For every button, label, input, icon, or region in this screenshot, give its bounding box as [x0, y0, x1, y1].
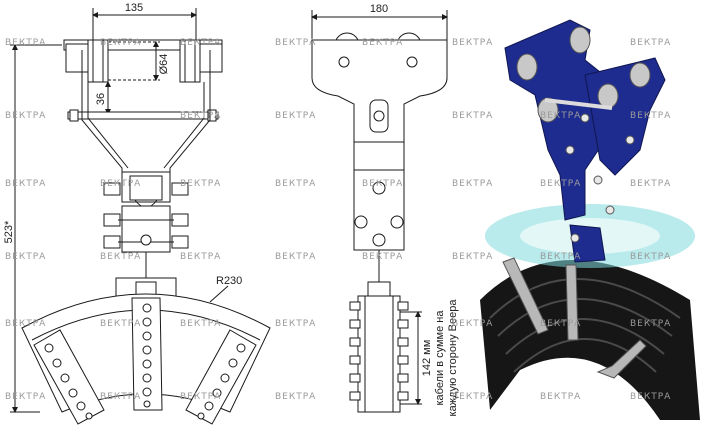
watermark-text: ВЕКТРА: [362, 38, 403, 48]
dimension-roller-diameter: Ø64: [158, 54, 170, 75]
watermark-text: ВЕКТРА: [452, 179, 493, 189]
watermark-text: ВЕКТРА: [452, 319, 493, 329]
watermark-text: ВЕКТРА: [275, 179, 316, 189]
watermark-text: ВЕКТРА: [100, 179, 141, 189]
watermark-text: ВЕКТРА: [275, 252, 316, 262]
watermark-text: ВЕКТРА: [5, 252, 46, 262]
watermark-text: ВЕКТРА: [275, 319, 316, 329]
cable-note-line3: каждую сторону Веера: [447, 299, 459, 417]
front-view: [10, 8, 271, 425]
render-3d: [480, 19, 700, 420]
watermark-text: ВЕКТРА: [180, 252, 221, 262]
watermark-text: ВЕКТРА: [362, 179, 403, 189]
watermark-text: ВЕКТРА: [362, 252, 403, 262]
watermark-text: ВЕКТРА: [180, 392, 221, 402]
watermark-text: ВЕКТРА: [180, 179, 221, 189]
watermark-text: ВЕКТРА: [452, 392, 493, 402]
watermark-text: ВЕКТРА: [452, 38, 493, 48]
watermark-text: ВЕКТРА: [452, 252, 493, 262]
watermark-text: ВЕКТРА: [630, 319, 671, 329]
watermark-text: ВЕКТРА: [275, 392, 316, 402]
watermark-text: ВЕКТРА: [5, 319, 46, 329]
dimension-bolt-offset: 36: [95, 93, 107, 105]
watermark-text: ВЕКТРА: [100, 38, 141, 48]
watermark-text: ВЕКТРА: [5, 392, 46, 402]
cable-note-line2: кабели в сумме на: [434, 310, 446, 406]
watermark-text: ВЕКТРА: [630, 252, 671, 262]
watermark-text: ВЕКТРА: [630, 111, 671, 121]
watermark-text: ВЕКТРА: [452, 111, 493, 121]
cable-note-line1: 142 мм: [421, 340, 433, 377]
watermark-text: ВЕКТРА: [540, 179, 581, 189]
watermark-text: ВЕКТРА: [180, 111, 221, 121]
watermark-text: ВЕКТРА: [180, 319, 221, 329]
dimension-total-height: 523*: [3, 220, 15, 243]
watermark-text: ВЕКТРА: [100, 392, 141, 402]
watermark-text: ВЕКТРА: [5, 111, 46, 121]
watermark-text: ВЕКТРА: [275, 111, 316, 121]
side-view: [311, 10, 448, 413]
watermark-text: ВЕКТРА: [100, 319, 141, 329]
dimension-radius: R230: [216, 275, 242, 287]
watermark-text: ВЕКТРА: [540, 319, 581, 329]
watermark-text: ВЕКТРА: [540, 252, 581, 262]
watermark-text: ВЕКТРА: [630, 38, 671, 48]
dimension-front-width: 135: [125, 2, 143, 14]
watermark-text: ВЕКТРА: [630, 179, 671, 189]
watermark-text: ВЕКТРА: [5, 38, 46, 48]
watermark-text: ВЕКТРА: [540, 111, 581, 121]
watermark-text: ВЕКТРА: [180, 38, 221, 48]
watermark-text: ВЕКТРА: [100, 252, 141, 262]
watermark-text: ВЕКТРА: [540, 392, 581, 402]
watermark-text: ВЕКТРА: [630, 392, 671, 402]
dimension-side-width: 180: [370, 3, 388, 15]
watermark-text: ВЕКТРА: [275, 38, 316, 48]
watermark-text: ВЕКТРА: [5, 179, 46, 189]
watermarks: ВЕКТРА ВЕКТРА ВЕКТРА ВЕКТРА ВЕКТРА ВЕКТР…: [5, 38, 671, 402]
